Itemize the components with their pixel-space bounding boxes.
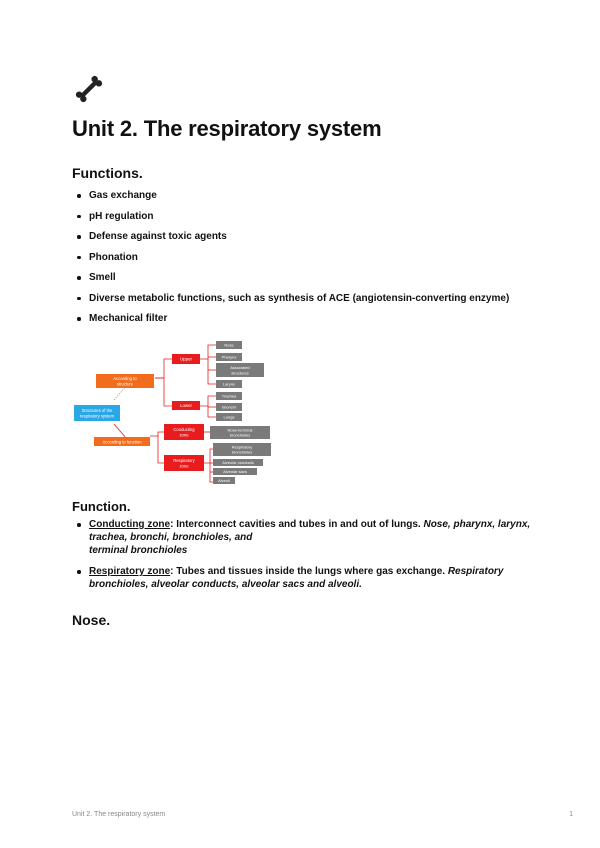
respiratory-structures-diagram: Structures of the respiratory system Acc… — [74, 341, 271, 484]
zone-examples: Nose, pharynx, larynx, trachea, bronchi,… — [89, 519, 531, 543]
diagram-structure-label: According to — [113, 376, 137, 381]
diagram-item: Alveoli — [218, 478, 230, 483]
svg-text:zone: zone — [179, 433, 189, 438]
diagram-root-label: Structures of the — [82, 408, 113, 413]
list-item: Defense against toxic agents — [72, 230, 532, 243]
list-item: Smell — [72, 271, 532, 284]
diagram-conducting-label: Conducting — [173, 427, 195, 432]
footer-title: Unit 2. The respiratory system — [72, 811, 166, 818]
diagram-structure-box — [96, 374, 154, 388]
diagram-item: Lungs — [224, 415, 235, 420]
diagram-item: Respiratory — [232, 445, 252, 450]
svg-text:structure: structure — [117, 382, 134, 387]
diagram-item: Larynx — [223, 382, 235, 387]
diagram-function-box — [94, 437, 150, 446]
list-item: pH regulation — [72, 210, 532, 223]
zones-list: Conducting zone: Interconnect cavities a… — [72, 518, 532, 599]
list-item: Gas exchange — [72, 189, 532, 202]
diagram-function-label: According to function — [102, 439, 142, 444]
zone-term: Respiratory zone — [89, 566, 171, 577]
zone-examples: Respiratory bronchioles, alveolar conduc… — [89, 566, 504, 590]
diagram-root-box — [74, 405, 120, 421]
diagram-upper-label: Upper — [180, 357, 192, 362]
diagram-item: Trachea — [222, 394, 237, 399]
diagram-conducting-box — [164, 424, 204, 440]
nose-heading: Nose. — [72, 612, 111, 628]
diagram-lower-label: Lower — [180, 403, 192, 408]
svg-text:respiratory system: respiratory system — [80, 414, 115, 419]
list-item: Phonation — [72, 251, 532, 264]
zone-examples: terminal bronchioles — [89, 545, 188, 556]
zone-term: Conducting zone — [89, 519, 171, 530]
diagram-item: Bronchi — [222, 405, 236, 410]
svg-text:bronchioles: bronchioles — [230, 433, 250, 438]
diagram-item: Associated — [230, 365, 250, 370]
svg-text:zone: zone — [179, 464, 189, 469]
diagram-respiratory-label: Respiratory — [173, 458, 195, 463]
footer-page-number: 1 — [569, 811, 573, 818]
diagram-upper-box — [172, 354, 200, 364]
list-item: Diverse metabolic functions, such as syn… — [72, 292, 532, 305]
diagram-respiratory-box — [164, 455, 204, 471]
bone-icon — [75, 75, 103, 103]
zone-description: : Interconnect cavities and tubes in and… — [170, 519, 424, 530]
list-item: Mechanical filter — [72, 312, 532, 325]
function-heading: Function. — [72, 499, 131, 514]
svg-text:structures: structures — [231, 370, 249, 375]
list-item: Respiratory zone: Tubes and tissues insi… — [72, 565, 532, 591]
svg-text:bronchioles: bronchioles — [232, 450, 252, 455]
list-item: Conducting zone: Interconnect cavities a… — [72, 518, 532, 557]
diagram-item: Pharynx — [222, 355, 237, 360]
diagram-item: Nose — [224, 343, 234, 348]
page-title: Unit 2. The respiratory system — [72, 116, 382, 141]
diagram-lower-box — [172, 401, 200, 410]
diagram-item: Alveolar sacs — [223, 469, 247, 474]
functions-list: Gas exchange pH regulation Defense again… — [72, 189, 532, 333]
diagram-item: Alveolar conducts — [222, 460, 254, 465]
zone-description: : Tubes and tissues inside the lungs whe… — [170, 566, 448, 577]
diagram-item: Nose-terminal — [228, 428, 253, 433]
functions-heading: Functions. — [72, 165, 143, 181]
